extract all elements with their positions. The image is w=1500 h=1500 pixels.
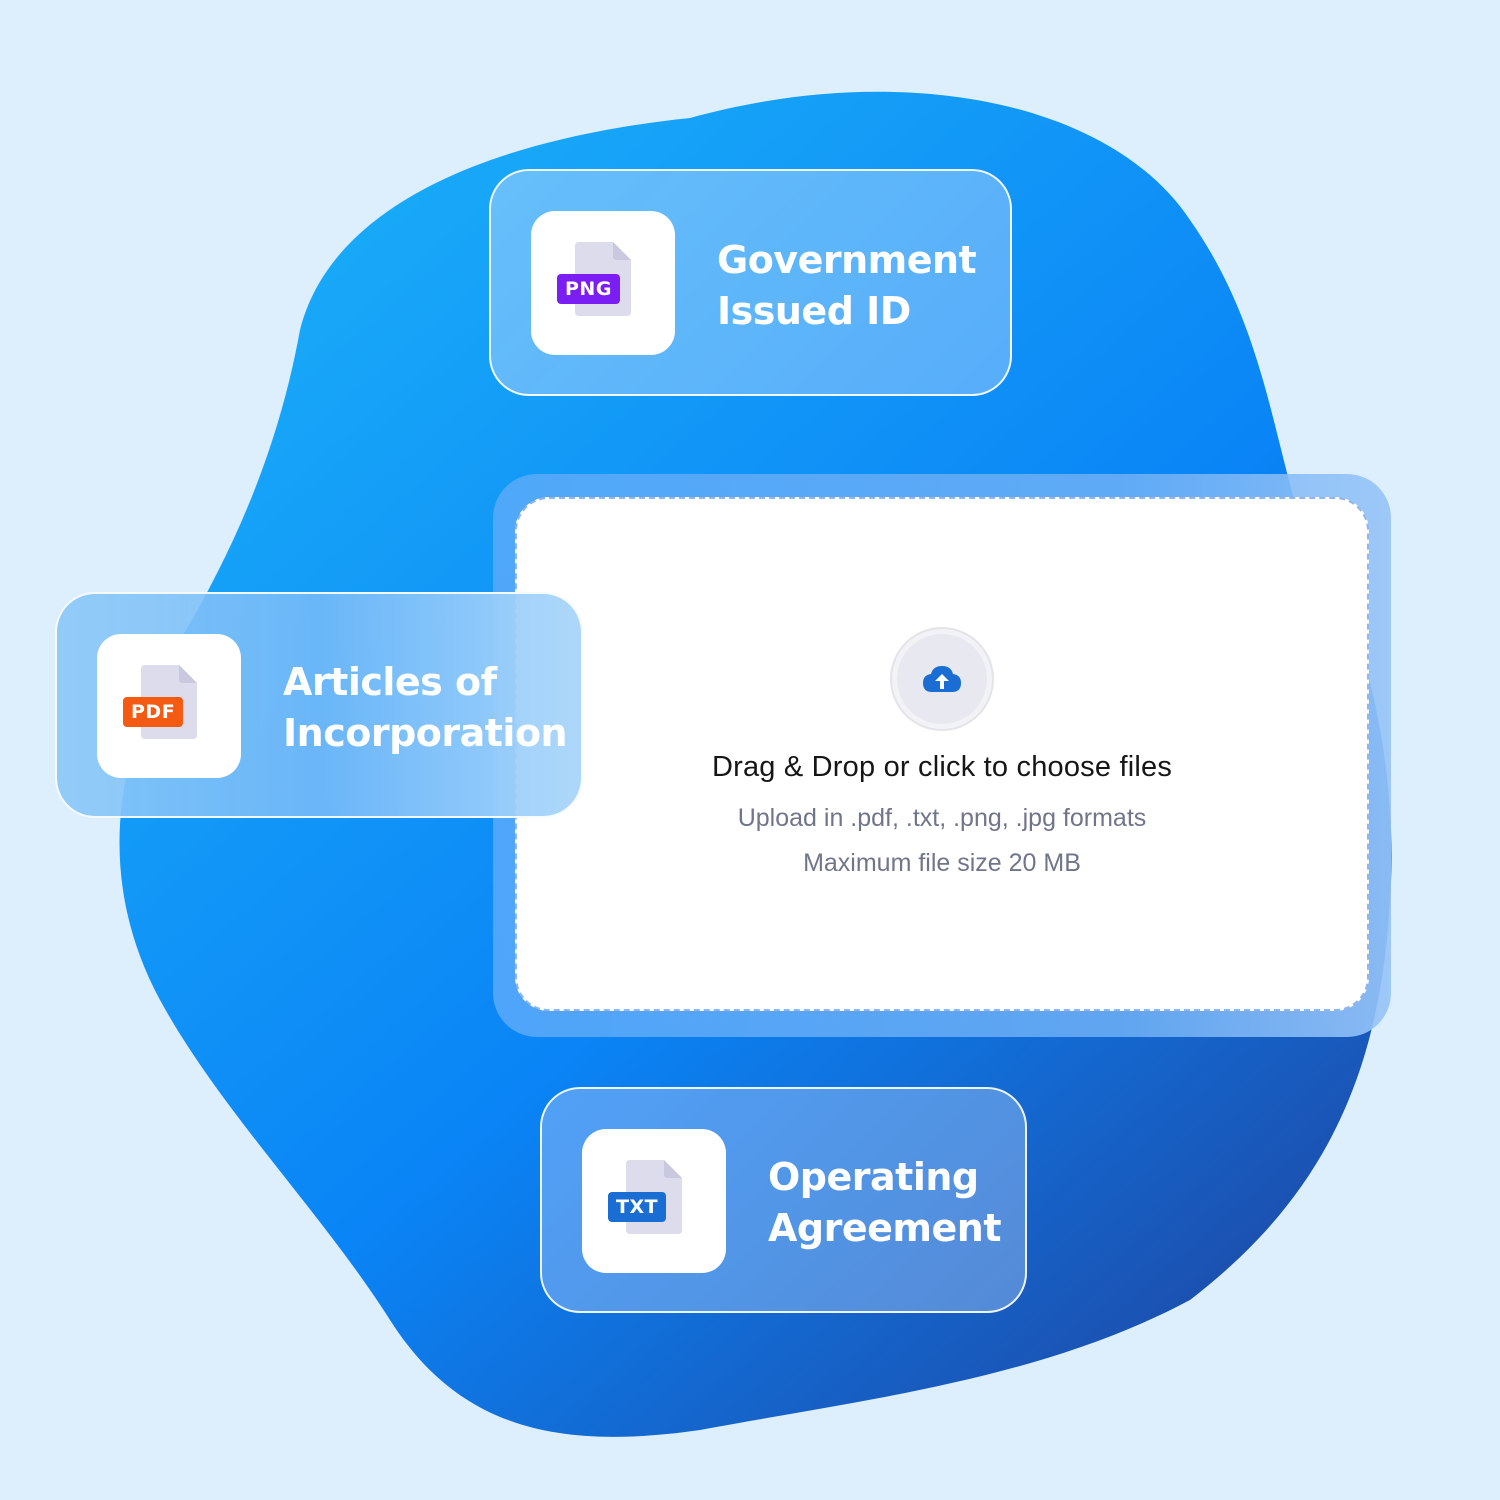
txt-badge: TXT [608, 1192, 667, 1222]
upload-max-size: Maximum file size 20 MB [803, 849, 1081, 877]
document-card-operating-agreement[interactable]: TXT Operating Agreement [540, 1087, 1027, 1313]
upload-title: Drag & Drop or click to choose files [711, 751, 1173, 783]
document-title: Articles of Incorporation [283, 657, 568, 759]
txt-file-icon: TXT [608, 1160, 700, 1242]
upload-formats: Upload in .pdf, .txt, .png, .jpg formats [737, 804, 1147, 832]
document-title-line1: Articles of [283, 660, 497, 704]
document-title-line2: Issued ID [717, 289, 911, 333]
document-title-line1: Operating [768, 1155, 979, 1199]
upload-dropzone[interactable]: Drag & Drop or click to choose files Upl… [515, 497, 1369, 1011]
file-tile: PDF [97, 634, 241, 778]
file-tile: PNG [531, 211, 675, 355]
document-card-articles-of-incorporation[interactable]: PDF Articles of Incorporation [55, 592, 583, 818]
document-title-line2: Agreement [768, 1206, 1001, 1250]
document-title-line1: Government [717, 238, 977, 282]
png-badge: PNG [557, 274, 620, 304]
upload-panel: Drag & Drop or click to choose files Upl… [493, 474, 1391, 1037]
document-title: Government Issued ID [717, 235, 977, 337]
document-title-line2: Incorporation [283, 711, 568, 755]
pdf-file-icon: PDF [123, 665, 215, 747]
document-title: Operating Agreement [768, 1152, 1001, 1254]
upload-icon-circle [890, 627, 994, 731]
cloud-upload-icon [923, 666, 961, 692]
png-file-icon: PNG [557, 242, 649, 324]
file-tile: TXT [582, 1129, 726, 1273]
pdf-badge: PDF [123, 697, 184, 727]
document-card-government-id[interactable]: PNG Government Issued ID [489, 169, 1012, 396]
